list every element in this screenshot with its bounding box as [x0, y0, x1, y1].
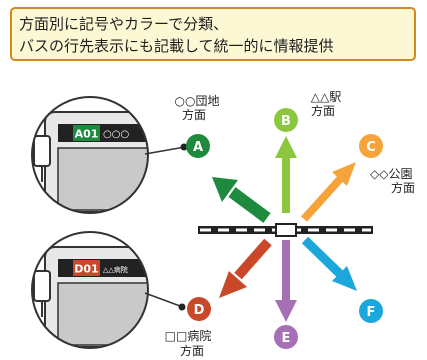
route-marker-f: F: [359, 299, 383, 323]
arrow-route-a: [212, 177, 271, 223]
direction-label-a: 方面: [182, 107, 206, 122]
bus-sign-code: D01: [74, 263, 98, 276]
route-marker-d: D: [187, 297, 211, 321]
route-letter-d: D: [194, 303, 205, 318]
arrow-route-f: [301, 236, 357, 291]
route-letter-f: F: [367, 305, 376, 320]
bus-sign-destination: ○○○: [103, 129, 129, 140]
arrow-route-d: [219, 238, 272, 298]
route-letter-e: E: [282, 331, 291, 346]
route-letter-b: B: [281, 114, 291, 129]
destination-label-d: □□病院: [165, 328, 212, 343]
route-letter-a: A: [193, 140, 203, 155]
route-marker-e: E: [274, 325, 298, 349]
direction-label-c: 方面: [391, 180, 415, 195]
bus-sign-code-bg: [73, 260, 100, 276]
bus-sign-callout-d: D01 △△病院: [31, 231, 186, 349]
arrow-route-b: [275, 136, 297, 213]
bus-sign-code: A01: [75, 128, 99, 141]
destination-label-b: △△駅: [311, 90, 341, 104]
route-marker-c: C: [359, 134, 383, 158]
direction-label-b: 方面: [311, 103, 335, 118]
route-letter-c: C: [366, 140, 376, 155]
destination-label-a: ○○団地: [175, 94, 220, 108]
station-marker: [275, 223, 297, 237]
bus-sign-destination: △△病院: [103, 265, 128, 274]
caption-line-2: バスの行先表示にも記載して統一的に情報提供: [19, 37, 334, 55]
direction-label-d: 方面: [180, 343, 204, 358]
destination-label-c: ◇◇公園: [370, 167, 412, 181]
arrow-route-e: [275, 240, 297, 322]
route-marker-b: B: [274, 108, 298, 132]
bus-sign-code-bg: [73, 125, 100, 141]
caption-line-1: 方面別に記号やカラーで分類、: [19, 15, 229, 33]
bus-sign-callout-a: A01 ○○○: [31, 96, 188, 214]
arrow-route-c: [301, 162, 356, 222]
route-marker-a: A: [186, 134, 210, 158]
caption-box: 方面別に記号やカラーで分類、 バスの行先表示にも記載して統一的に情報提供: [10, 7, 416, 61]
